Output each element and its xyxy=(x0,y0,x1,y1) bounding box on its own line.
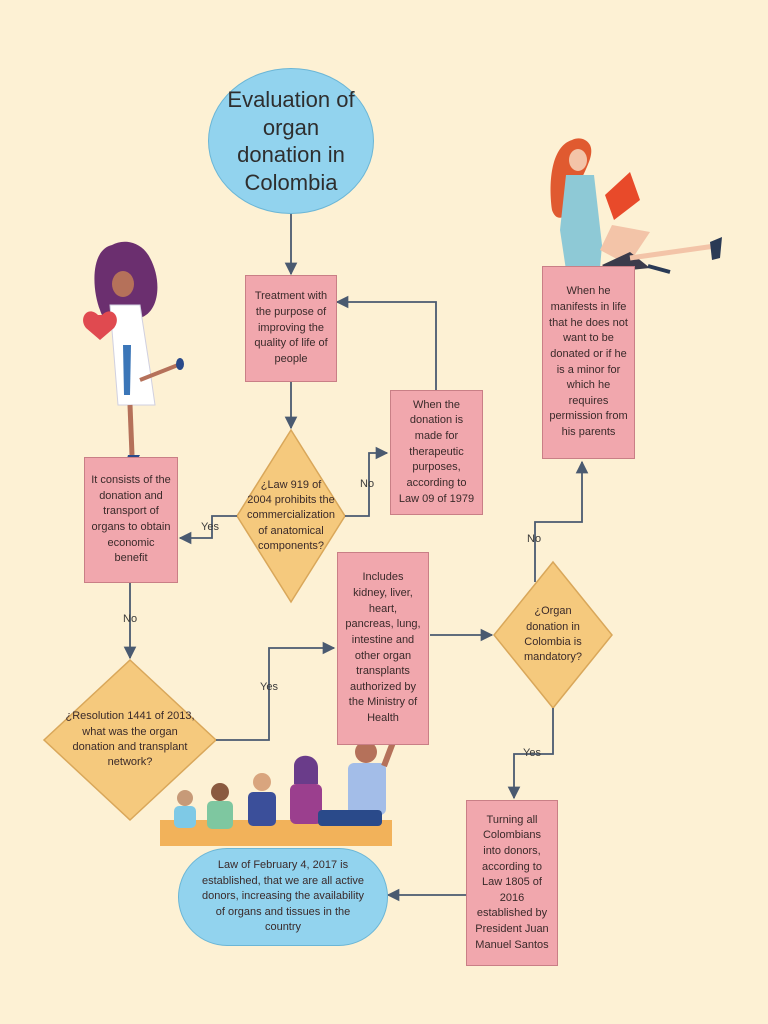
manifests-box: When he manifests in life that he does n… xyxy=(542,266,635,459)
arrow-law919-to-therapeutic xyxy=(345,446,389,517)
arrow-therapeutic-to-treatment xyxy=(335,295,437,390)
title-node: Evaluation of organ donation in Colombia xyxy=(208,68,374,214)
label-no-law919: No xyxy=(360,478,375,490)
label-yes-resolution: Yes xyxy=(260,681,278,693)
includes-text: Includes kidney, liver, heart, pancreas,… xyxy=(345,571,421,724)
arrow-mandatory-to-manifests xyxy=(534,460,589,582)
mandatory-question: ¿Organ donation in Colombia is mandatory… xyxy=(523,605,583,664)
arrow-resolution-to-includes xyxy=(216,641,336,741)
economic-box: It consists of the donation and transpor… xyxy=(84,457,178,583)
law919-decision-text-box: ¿Law 919 of 2004 prohibits the commercia… xyxy=(245,472,337,560)
economic-text: It consists of the donation and transpor… xyxy=(91,474,171,565)
treatment-box: Treatment with the purpose of improving … xyxy=(245,275,337,382)
label-no-economic: No xyxy=(123,613,138,625)
therapeutic-text: When the donation is made for therapeuti… xyxy=(398,398,475,505)
diamond-law919 xyxy=(236,428,346,604)
diamond-resolution xyxy=(42,658,218,822)
law2017-oval: Law of February 4, 2017 is established, … xyxy=(178,848,388,946)
includes-box: Includes kidney, liver, heart, pancreas,… xyxy=(337,552,429,745)
resolution-question: ¿Resolution 1441 of 2013, what was the o… xyxy=(65,710,195,769)
label-yes-mandatory: Yes xyxy=(523,747,541,759)
law919-question: ¿Law 919 of 2004 prohibits the commercia… xyxy=(246,478,336,553)
woman-holding-heart-illustration xyxy=(83,241,184,462)
label-yes-law919: Yes xyxy=(201,521,219,533)
group-of-people-illustration xyxy=(160,722,403,846)
resolution-decision-text-box: ¿Resolution 1441 of 2013, what was the o… xyxy=(50,710,210,770)
label-no-mandatory: No xyxy=(527,533,542,545)
woman-reading-book-illustration xyxy=(550,138,722,274)
arrow-mandatory-to-turning xyxy=(507,708,554,800)
therapeutic-box: When the donation is made for therapeuti… xyxy=(390,390,483,515)
turning-box: Turning all Colombians into donors, acco… xyxy=(466,800,558,966)
arrow-law919-to-economic xyxy=(178,515,237,545)
manifests-text: When he manifests in life that he does n… xyxy=(549,285,628,438)
law2017-text: Law of February 4, 2017 is established, … xyxy=(201,858,365,934)
turning-text: Turning all Colombians into donors, acco… xyxy=(475,813,549,951)
page-title: Evaluation of organ donation in Colombia xyxy=(227,87,355,195)
treatment-text: Treatment with the purpose of improving … xyxy=(254,290,328,365)
mandatory-decision-text-box: ¿Organ donation in Colombia is mandatory… xyxy=(505,605,601,665)
